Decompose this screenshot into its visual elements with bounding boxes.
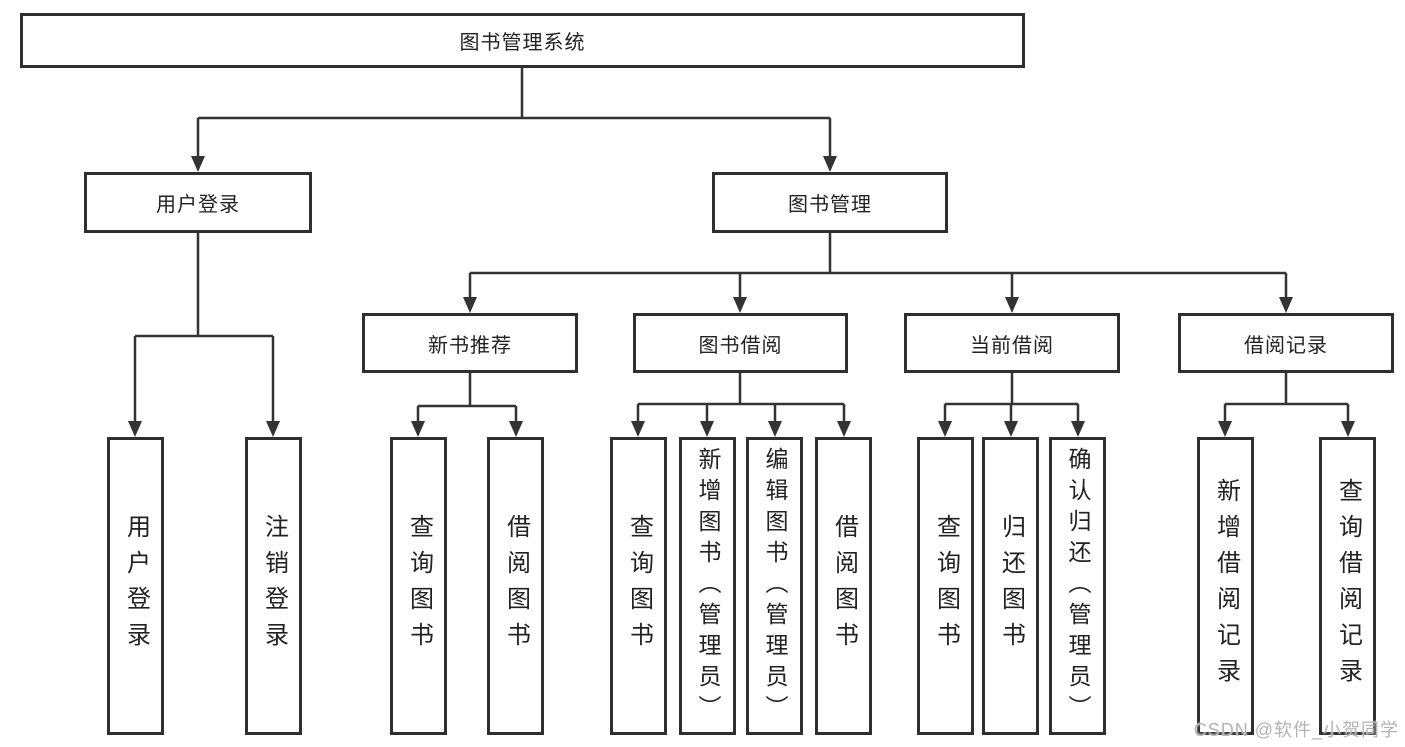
leaf-borrow-books-recommend-label: 借阅图书 [502, 514, 530, 658]
leaf-query-books-borrowing-label: 查询图书 [625, 514, 653, 658]
node-library-system-label: 图书管理系统 [459, 32, 586, 54]
leaf-add-borrow-record: 新增借阅记录 [1197, 437, 1254, 735]
leaf-query-books-recommend: 查询图书 [390, 437, 447, 735]
node-borrowing-records: 借阅记录 [1178, 313, 1394, 373]
leaf-add-borrow-record-label: 新增借阅记录 [1212, 478, 1240, 694]
leaf-query-borrow-record: 查询借阅记录 [1319, 437, 1376, 735]
node-new-book-recommend: 新书推荐 [362, 313, 578, 373]
node-book-borrowing-label: 图书借阅 [698, 334, 783, 357]
leaf-confirm-return-admin-label: 确认归还（管理员） [1065, 446, 1091, 726]
leaf-logout-label: 注销登录 [260, 514, 288, 658]
leaf-query-books-recommend-label: 查询图书 [405, 514, 433, 658]
leaf-borrow-books: 借阅图书 [815, 437, 872, 735]
leaf-return-books-label: 归还图书 [997, 514, 1025, 658]
leaf-query-books-borrowing: 查询图书 [610, 437, 667, 735]
leaf-add-books-admin: 新增图书（管理员） [679, 437, 736, 735]
node-new-book-recommend-label: 新书推荐 [428, 334, 512, 357]
node-book-borrowing: 图书借阅 [633, 313, 848, 373]
leaf-logout: 注销登录 [245, 437, 302, 735]
node-user-login-label: 用户登录 [156, 194, 240, 216]
node-user-login: 用户登录 [84, 172, 312, 233]
leaf-query-books-current: 查询图书 [917, 437, 974, 735]
leaf-user-login-label: 用户登录 [122, 514, 150, 658]
node-library-system: 图书管理系统 [20, 13, 1025, 68]
leaf-user-login: 用户登录 [107, 437, 164, 735]
leaf-edit-books-admin-label: 编辑图书（管理员） [762, 446, 788, 726]
leaf-return-books: 归还图书 [982, 437, 1039, 735]
leaf-edit-books-admin: 编辑图书（管理员） [746, 437, 803, 735]
leaf-add-books-admin-label: 新增图书（管理员） [695, 446, 721, 726]
node-current-borrowing-label: 当前借阅 [970, 334, 1054, 357]
leaf-borrow-books-label: 借阅图书 [830, 514, 858, 658]
csdn-watermark: CSDN @软件_小贺同学 [1193, 720, 1399, 740]
node-current-borrowing: 当前借阅 [904, 313, 1120, 373]
leaf-confirm-return-admin: 确认归还（管理员） [1049, 437, 1106, 735]
node-borrowing-records-label: 借阅记录 [1244, 334, 1328, 357]
node-book-management: 图书管理 [712, 172, 948, 233]
leaf-borrow-books-recommend: 借阅图书 [487, 437, 544, 735]
node-book-management-label: 图书管理 [788, 194, 872, 216]
leaf-query-borrow-record-label: 查询借阅记录 [1334, 478, 1362, 694]
leaf-query-books-current-label: 查询图书 [932, 514, 960, 658]
